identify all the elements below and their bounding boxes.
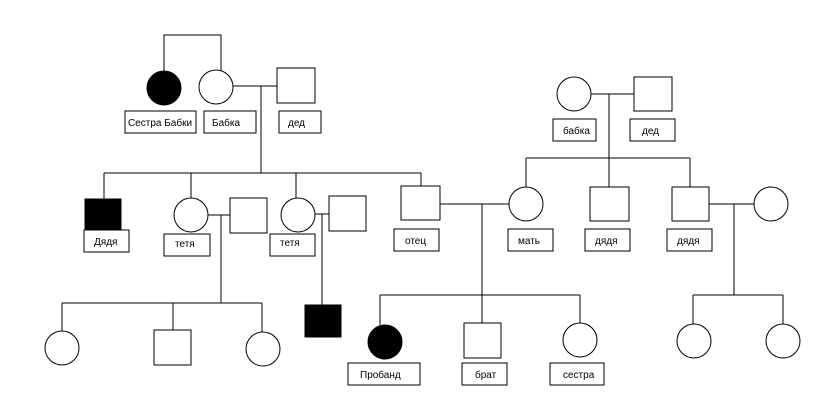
label-maternal-grandmother-text: бабка xyxy=(563,125,590,137)
label-paternal-aunt-2: тетя xyxy=(269,233,316,257)
maternal-uncle-2-symbol xyxy=(671,186,710,222)
label-great-aunt-text: Сестра Бабки xyxy=(128,117,192,129)
label-maternal-uncle-1: дядя xyxy=(584,228,631,252)
label-proband-text: Пробанд xyxy=(360,369,401,381)
label-paternal-grandmother-text: Бабка xyxy=(212,117,240,129)
brother-symbol xyxy=(463,322,502,359)
great-aunt-symbol xyxy=(146,70,182,106)
label-father-text: отец xyxy=(405,236,426,247)
aunt-2-spouse-symbol xyxy=(328,195,367,232)
maternal-uncle-2-spouse-symbol xyxy=(753,186,789,222)
label-maternal-grandmother: бабка xyxy=(552,118,597,142)
mother-symbol xyxy=(508,186,544,222)
label-maternal-grandfather-text: дед xyxy=(642,126,659,137)
father-symbol xyxy=(400,185,441,221)
label-sister: сестра xyxy=(549,362,605,386)
maternal-cousin-1-symbol xyxy=(676,323,712,359)
sister-symbol xyxy=(562,322,598,358)
label-paternal-grandmother: Бабка xyxy=(203,110,257,134)
cousin-affected-symbol xyxy=(304,304,342,338)
paternal-aunt-1-symbol xyxy=(173,197,209,233)
label-paternal-grandfather-text: дед xyxy=(288,118,305,129)
label-paternal-uncle-text: Дядя xyxy=(94,237,117,248)
label-paternal-aunt-1: тетя xyxy=(163,233,211,257)
label-maternal-uncle-2: дядя xyxy=(666,228,713,252)
label-mother-text: мать xyxy=(518,236,540,247)
paternal-uncle-symbol xyxy=(84,198,122,232)
label-maternal-uncle-1-text: дядя xyxy=(595,236,618,247)
cousin-2-symbol xyxy=(153,329,192,366)
label-paternal-grandfather: дед xyxy=(278,110,322,134)
paternal-grandmother-symbol xyxy=(198,69,234,105)
label-maternal-uncle-2-text: дядя xyxy=(677,236,700,247)
cousin-3-symbol xyxy=(245,331,281,367)
label-mother: мать xyxy=(507,228,554,252)
label-proband: Пробанд xyxy=(347,362,421,386)
label-great-aunt: Сестра Бабки xyxy=(124,110,197,134)
cousin-1-symbol xyxy=(44,330,80,366)
label-father: отец xyxy=(393,228,440,252)
label-brother: брат xyxy=(461,362,508,386)
maternal-grandmother-symbol xyxy=(556,76,592,112)
maternal-cousin-2-symbol xyxy=(765,323,801,359)
label-paternal-aunt-2-text: тетя xyxy=(280,238,300,249)
paternal-aunt-2-symbol xyxy=(280,197,316,233)
label-paternal-uncle: Дядя xyxy=(83,229,130,253)
sibship-line-grandmother xyxy=(163,34,222,88)
label-maternal-grandfather: дед xyxy=(629,118,676,142)
paternal-grandfather-symbol xyxy=(276,67,316,104)
label-brother-text: брат xyxy=(475,369,497,381)
aunt-1-spouse-symbol xyxy=(229,197,268,234)
label-paternal-aunt-1-text: тетя xyxy=(175,239,195,250)
maternal-grandfather-symbol xyxy=(633,76,673,112)
label-sister-text: сестра xyxy=(563,370,595,381)
maternal-uncle-1-symbol xyxy=(589,186,630,222)
proband-symbol xyxy=(367,324,403,360)
